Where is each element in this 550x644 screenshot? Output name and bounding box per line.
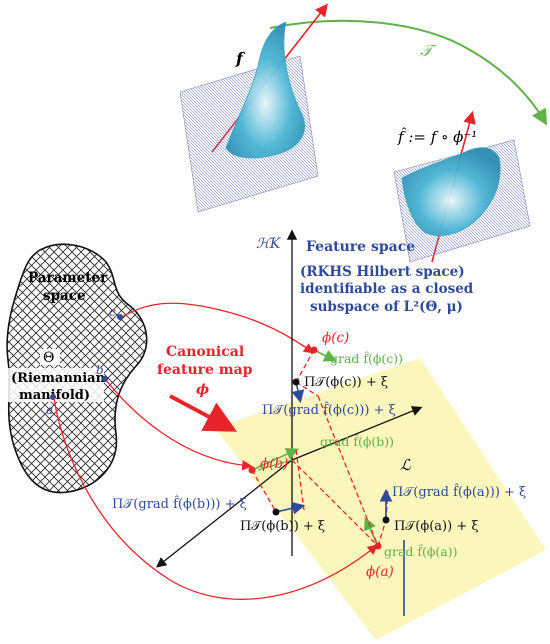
- phi-c-point: [310, 346, 318, 354]
- point-a: [50, 394, 56, 400]
- proj-a-label: Π𝒯(ϕ(a)) + ξ: [394, 519, 479, 534]
- fhat-surface: [401, 147, 501, 236]
- param-title-2: space: [43, 288, 86, 304]
- param-title-1: Parameter: [28, 270, 108, 286]
- top-panel: f 𝒯 f̂ := f ∘ ϕ⁻¹: [179, 3, 547, 263]
- grad-c-label: grad f̂(ϕ(c)): [330, 350, 403, 366]
- proj-grad-b-label: Π𝒯(grad f̂(ϕ(b))) + ξ: [112, 495, 247, 512]
- grad-a-label: grad f̂(ϕ(a)): [384, 543, 458, 559]
- feature-desc-1: (RKHS Hilbert space): [300, 264, 465, 280]
- map-line-2: feature map: [157, 362, 253, 378]
- mapping-curve-b: [105, 379, 253, 471]
- map-arrow: [169, 394, 238, 432]
- construction-b: [248, 448, 306, 516]
- phi-b-label: ϕ(b): [260, 456, 288, 472]
- point-a-label: a: [46, 403, 53, 417]
- proj-c-point: [292, 378, 300, 386]
- fhat-definition: f̂ := f ∘ ϕ⁻¹: [397, 128, 477, 146]
- phi-c-label: ϕ(c): [322, 330, 349, 346]
- transformation-curve: [269, 19, 547, 126]
- phi-b-point: [248, 466, 256, 474]
- script-t-label: 𝒯: [420, 41, 437, 60]
- map-line-1: Canonical: [166, 344, 244, 360]
- f-label: f: [235, 49, 246, 68]
- axis-left: [155, 459, 293, 568]
- construction-a: [291, 395, 405, 616]
- mapping-curve-a: [53, 397, 379, 600]
- f-surface: [225, 21, 305, 159]
- point-c: [117, 314, 123, 320]
- grad-b-label: grad f̂(ϕ(b)): [320, 433, 394, 449]
- proj-grad-a-label: Π𝒯(grad f̂(ϕ(a))) + ξ: [392, 483, 526, 500]
- hk-label: ℋK: [256, 236, 282, 252]
- point-labels: ϕ(c) grad f̂(ϕ(c)) Π𝒯(ϕ(c)) + ξ Π𝒯(grad …: [112, 330, 526, 580]
- mapping-curve-c: [121, 302, 315, 354]
- proj-b-label: Π𝒯(ϕ(b)) + ξ: [240, 519, 325, 534]
- feature-desc-2: identifiable as a closed: [300, 281, 474, 297]
- phi-a-label: ϕ(a): [366, 564, 394, 580]
- manifold-bg: [8, 368, 104, 402]
- point-b-label: b: [96, 363, 104, 377]
- point-c-label: c: [109, 305, 116, 319]
- parameter-space: Parameter space Θ (Riemannian manifold) …: [6, 243, 148, 494]
- phi-a-point: [374, 542, 382, 550]
- proj-c-label: Π𝒯(ϕ(c)) + ξ: [304, 375, 388, 390]
- feature-title: Feature space: [306, 239, 415, 255]
- proj-b-point: [272, 508, 280, 516]
- script-l-label: ℒ: [400, 456, 412, 474]
- construction-c: [291, 346, 337, 404]
- theta-bg: [40, 349, 60, 365]
- feature-desc-3: subspace of L²(Θ, μ): [310, 299, 463, 315]
- axis-right: [291, 406, 423, 461]
- proj-a-point: [382, 516, 390, 524]
- map-phi: ϕ: [196, 382, 209, 398]
- manifold-line-1: (Riemannian: [11, 371, 106, 386]
- theta-label: Θ: [43, 350, 54, 366]
- proj-grad-c-label: Π𝒯(grad f̂(ϕ(c))) + ξ: [262, 401, 396, 418]
